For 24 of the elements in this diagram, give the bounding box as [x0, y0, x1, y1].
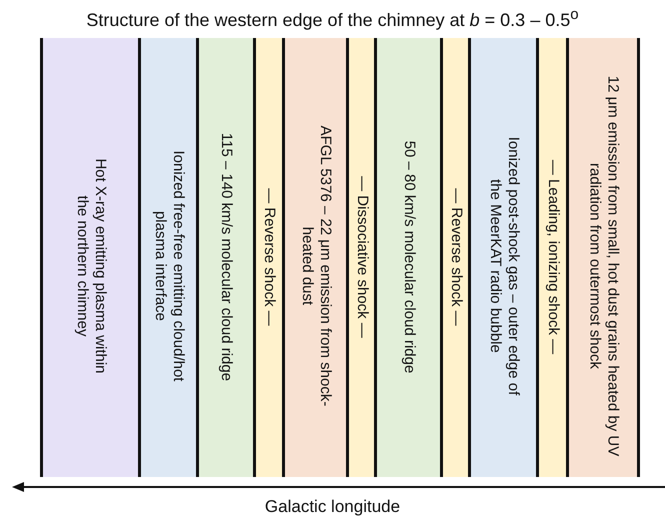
band-label: 50 – 80 km/s molecular cloud ridge — [400, 139, 418, 375]
band-label: — Reverse shock — — [446, 186, 464, 328]
layer-band — [138, 38, 199, 477]
band-label: 12 μm emission from small, hot dust grains heated by UV radiation from outermost shock — [585, 74, 621, 458]
layer-band — [40, 38, 141, 477]
axis-label: Galactic longitude — [264, 497, 402, 517]
layer-band — [440, 38, 471, 477]
layer-band — [253, 38, 285, 477]
layer-band — [468, 38, 539, 477]
band-label: AFGL 5376 – 22 μm emission from shock-heated dust — [298, 124, 334, 408]
band-label: 115 – 140 km/s molecular cloud ridge — [217, 131, 235, 383]
layer-band — [374, 38, 443, 477]
band-label: Ionized free-free emitting cloud/hot plasma interface — [150, 149, 186, 384]
layer-band — [282, 38, 349, 477]
band-label: — Reverse shock — — [260, 186, 278, 328]
layer-band — [566, 38, 640, 477]
band-label: Hot X-ray emitting plasma within the northern chimney — [72, 156, 108, 376]
diagram-title: Structure of the western edge of the chimney at b = 0.3 – 0.5$^{o}$ — [85, 6, 580, 31]
layer-band — [346, 38, 377, 477]
layer-band — [536, 38, 569, 477]
band-label: Ionized post-shock gas – outer edge of the MeerKAT radio bubble — [486, 135, 522, 398]
band-label: — Leading, ionizing shock — — [544, 158, 562, 356]
band-label: — Dissociative shock — — [352, 174, 370, 340]
layer-band — [196, 38, 256, 477]
